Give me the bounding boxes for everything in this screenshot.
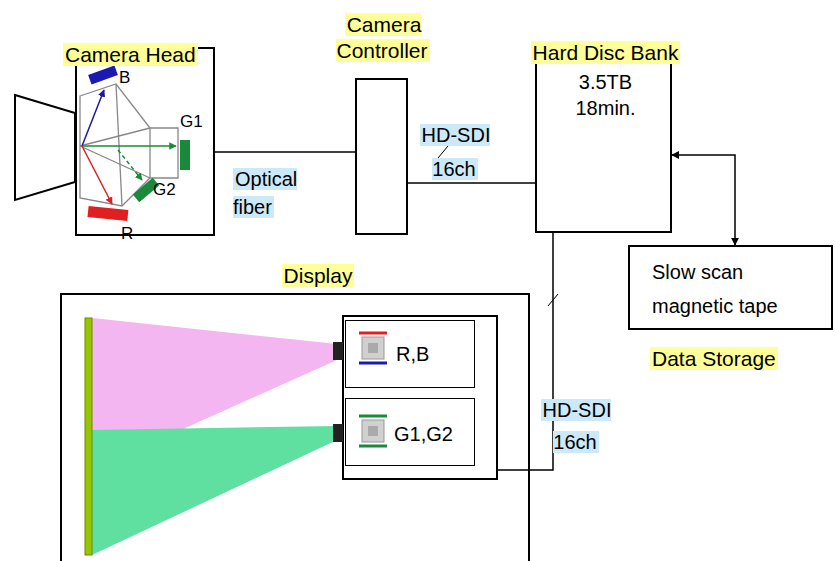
green-beam: [92, 426, 337, 555]
prism: [80, 84, 178, 206]
text-holder: 3.5TB 18min.: [537, 69, 674, 121]
projector-lens: [333, 424, 343, 442]
text-holder: G1,G2: [394, 421, 469, 447]
panel-icon: [362, 337, 384, 359]
sensor-label: G1: [180, 112, 203, 131]
projector-lens: [333, 342, 343, 360]
green-sensor: [180, 140, 190, 170]
signal-label: HD-SDI 16ch: [541, 399, 612, 453]
blue-panel-mark: [359, 362, 387, 365]
signal-label: Optical fiber: [233, 168, 297, 218]
text-holder: R,B: [396, 341, 466, 367]
projector-unit: R,B: [345, 320, 475, 388]
node-text: Data Storage: [650, 347, 778, 370]
red-ray: [82, 146, 112, 204]
blue-sensor: [88, 66, 118, 85]
prism-face: [80, 128, 150, 146]
panel-core: [368, 426, 378, 436]
red-sensor: [87, 206, 128, 221]
lens: [15, 95, 75, 200]
sensor-label: B: [119, 68, 130, 87]
bus-tick: [438, 146, 448, 158]
text-holder: G1: [180, 111, 210, 133]
sensor-label: R: [121, 224, 133, 243]
node-title: Camera Controller: [336, 13, 429, 62]
node-title: Slow scan magnetic tape: [652, 261, 778, 317]
text-holder: Optical fiber: [233, 165, 333, 221]
prism-outline: [80, 84, 178, 206]
connector: [672, 155, 735, 245]
projector-housing: [343, 316, 497, 479]
projector-unit: G1,G2: [345, 398, 475, 466]
text-holder: Camera Controller: [328, 12, 438, 64]
node-text: 3.5TB 18min.: [566, 69, 646, 121]
text-holder: Hard Disc Bank: [527, 39, 684, 66]
green-ray: [118, 150, 142, 180]
red-panel-mark: [359, 332, 387, 335]
node-title: R,B: [396, 343, 429, 365]
blue-ray: [82, 90, 104, 146]
text-holder: R: [121, 223, 145, 245]
camera-head-box: Camera HeadBG1G2R: [75, 47, 215, 236]
prism-face: [149, 128, 150, 178]
text-holder: Camera Head: [63, 41, 233, 68]
disc-bank-box: Hard Disc Bank3.5TB 18min.: [535, 47, 672, 233]
controller-box: Camera Controller: [355, 78, 408, 235]
node-title: Hard Disc Bank: [531, 41, 681, 64]
node-title: G1,G2: [394, 423, 453, 445]
screen: [85, 318, 92, 555]
node-title: Display: [282, 264, 355, 287]
text-holder: HD-SDI 16ch: [536, 394, 616, 458]
text-holder: HD-SDI 16ch: [413, 118, 497, 186]
prism-face: [116, 84, 122, 206]
connector: [215, 151, 355, 153]
connector: [497, 233, 553, 470]
connector: [408, 182, 535, 184]
panel-icon: [362, 420, 384, 442]
text-holder: Data Storage: [650, 345, 820, 372]
panel-core: [368, 343, 378, 353]
node-title: Camera Head: [63, 43, 198, 66]
storage-box: Slow scan magnetic tapeData Storage: [628, 245, 833, 330]
sensor-label: G2: [153, 180, 176, 199]
text-holder: Slow scan magnetic tape: [652, 255, 812, 323]
green-panel-mark: [359, 445, 387, 448]
text-holder: Display: [258, 262, 378, 289]
signal-label: HD-SDI 16ch: [420, 124, 491, 180]
green-ray: [82, 145, 176, 147]
display-box: DisplayR,BG1,G2: [60, 293, 530, 561]
text-holder: G2: [153, 179, 183, 201]
text-holder: B: [119, 67, 143, 89]
green-panel-mark: [359, 415, 387, 418]
